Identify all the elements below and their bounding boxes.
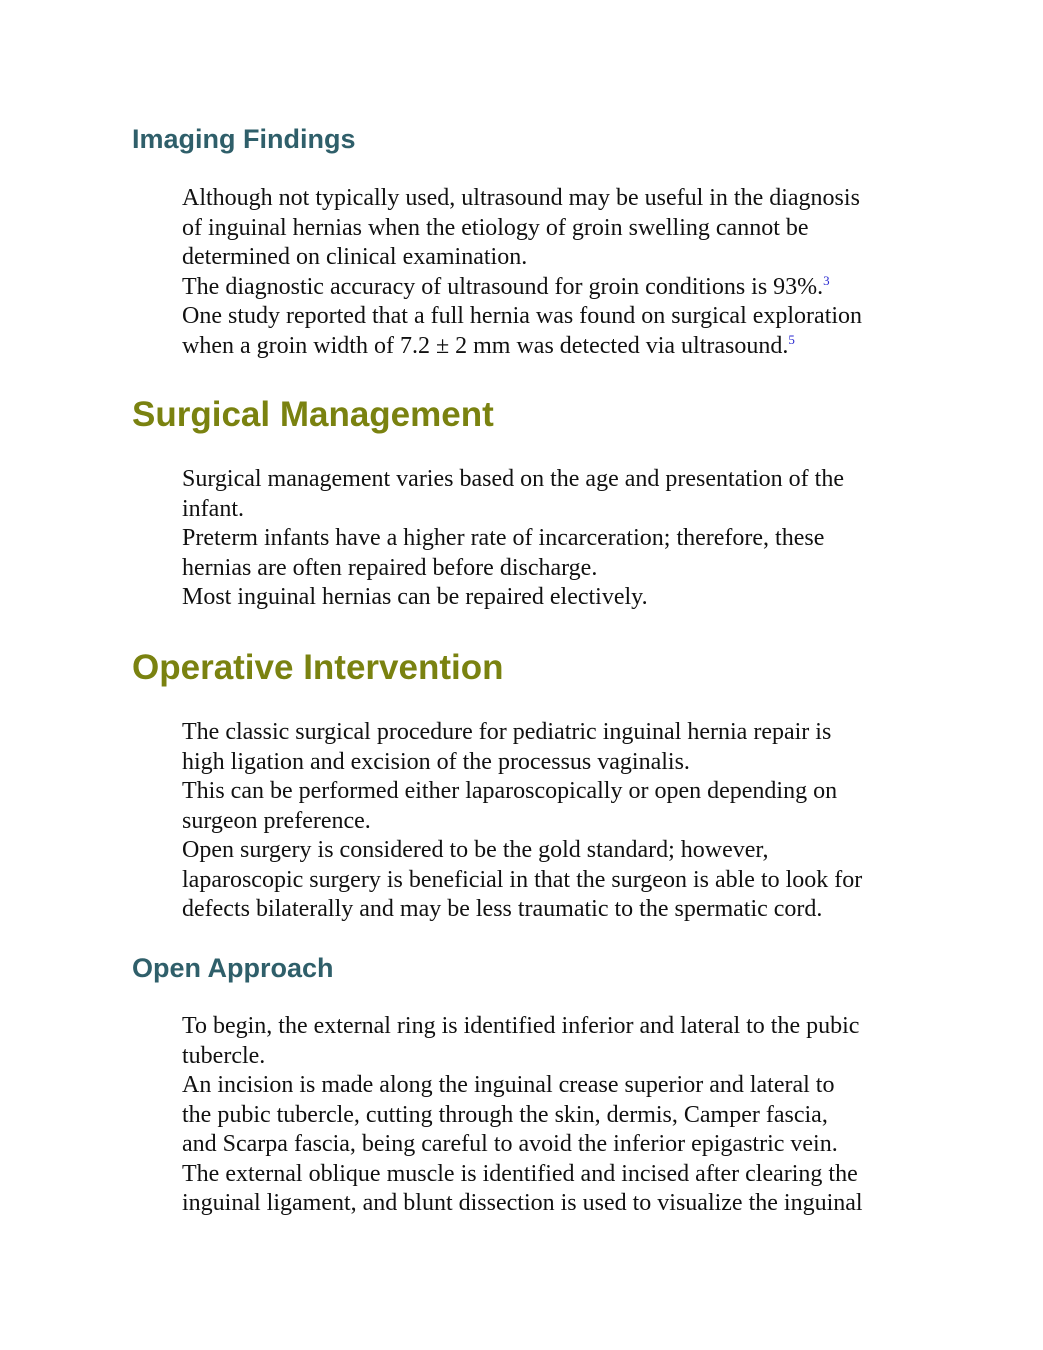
- text-line: Surgical management varies based on the …: [182, 466, 844, 492]
- paragraph-open-approach: To begin, the external ring is identifie…: [182, 1012, 922, 1219]
- text-line: surgeon preference.: [182, 807, 371, 834]
- text-line: The diagnostic accuracy of ultrasound fo…: [182, 273, 824, 300]
- text-line: the pubic tubercle, cutting through the …: [182, 1101, 828, 1128]
- text-line: Open surgery is considered to be the gol…: [182, 837, 769, 863]
- text-line-with-ref: when a groin width of 7.2 ± 2 mm was det…: [182, 332, 922, 362]
- text-line: Although not typically used, ultrasound …: [182, 185, 860, 211]
- text-line: hernias are often repaired before discha…: [182, 554, 598, 581]
- paragraph-surgical-management: Surgical management varies based on the …: [182, 465, 922, 613]
- text-line: An incision is made along the inguinal c…: [182, 1072, 835, 1098]
- text-line: inguinal ligament, and blunt dissection …: [182, 1190, 863, 1216]
- text-line-with-ref: The diagnostic accuracy of ultrasound fo…: [182, 273, 922, 303]
- paragraph-imaging-findings: Although not typically used, ultrasound …: [182, 184, 922, 361]
- text-line: defects bilaterally and may be less trau…: [182, 896, 823, 922]
- reference-link-3[interactable]: 3: [823, 272, 830, 288]
- text-line: and Scarpa fascia, being careful to avoi…: [182, 1131, 838, 1157]
- text-line: Preterm infants have a higher rate of in…: [182, 525, 825, 551]
- text-line: when a groin width of 7.2 ± 2 mm was det…: [182, 332, 789, 359]
- text-line: One study reported that a full hernia wa…: [182, 303, 863, 329]
- text-line: The classic surgical procedure for pedia…: [182, 719, 832, 745]
- text-line: determined on clinical examination.: [182, 244, 528, 270]
- heading-imaging-findings: Imaging Findings: [132, 124, 356, 154]
- text-line: The external oblique muscle is identifie…: [182, 1160, 858, 1187]
- text-line: high ligation and excision of the proces…: [182, 748, 690, 775]
- heading-open-approach: Open Approach: [132, 953, 334, 983]
- heading-surgical-management: Surgical Management: [132, 395, 494, 434]
- text-line: Most inguinal hernias can be repaired el…: [182, 584, 648, 610]
- heading-operative-intervention: Operative Intervention: [132, 648, 504, 687]
- text-line: of inguinal hernias when the etiology of…: [182, 214, 809, 241]
- reference-link-5[interactable]: 5: [788, 331, 795, 347]
- text-line: laparoscopic surgery is beneficial in th…: [182, 866, 863, 893]
- text-line: tubercle.: [182, 1042, 266, 1069]
- text-line: To begin, the external ring is identifie…: [182, 1013, 860, 1039]
- paragraph-operative-intervention: The classic surgical procedure for pedia…: [182, 718, 922, 925]
- text-line: infant.: [182, 495, 244, 522]
- text-line: This can be performed either laparoscopi…: [182, 778, 838, 804]
